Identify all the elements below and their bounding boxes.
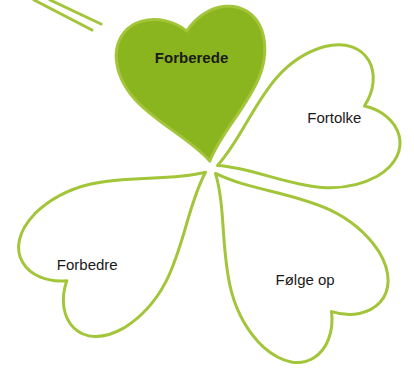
leaf-outline	[19, 172, 206, 336]
leaf-label: Forberede	[155, 49, 228, 67]
leaf-label-holder: Forberede	[155, 49, 228, 67]
leaf-label: Forbedre	[57, 256, 118, 274]
leaf-label-holder: Fortolke	[307, 109, 361, 127]
leaf-label-holder: Forbedre	[57, 256, 118, 274]
clover-leaf: Følge op	[211, 173, 406, 382]
stem-line	[50, 0, 101, 24]
leaf-label: Fortolke	[307, 109, 361, 127]
clover-leaf: Fortolke	[217, 36, 414, 207]
clover-leaf: Forbedre	[0, 164, 206, 354]
leaf-label-holder: Følge op	[275, 271, 334, 289]
leaf-outline	[216, 173, 389, 362]
leaf-outline	[218, 45, 401, 188]
leaf-label: Følge op	[275, 271, 334, 289]
